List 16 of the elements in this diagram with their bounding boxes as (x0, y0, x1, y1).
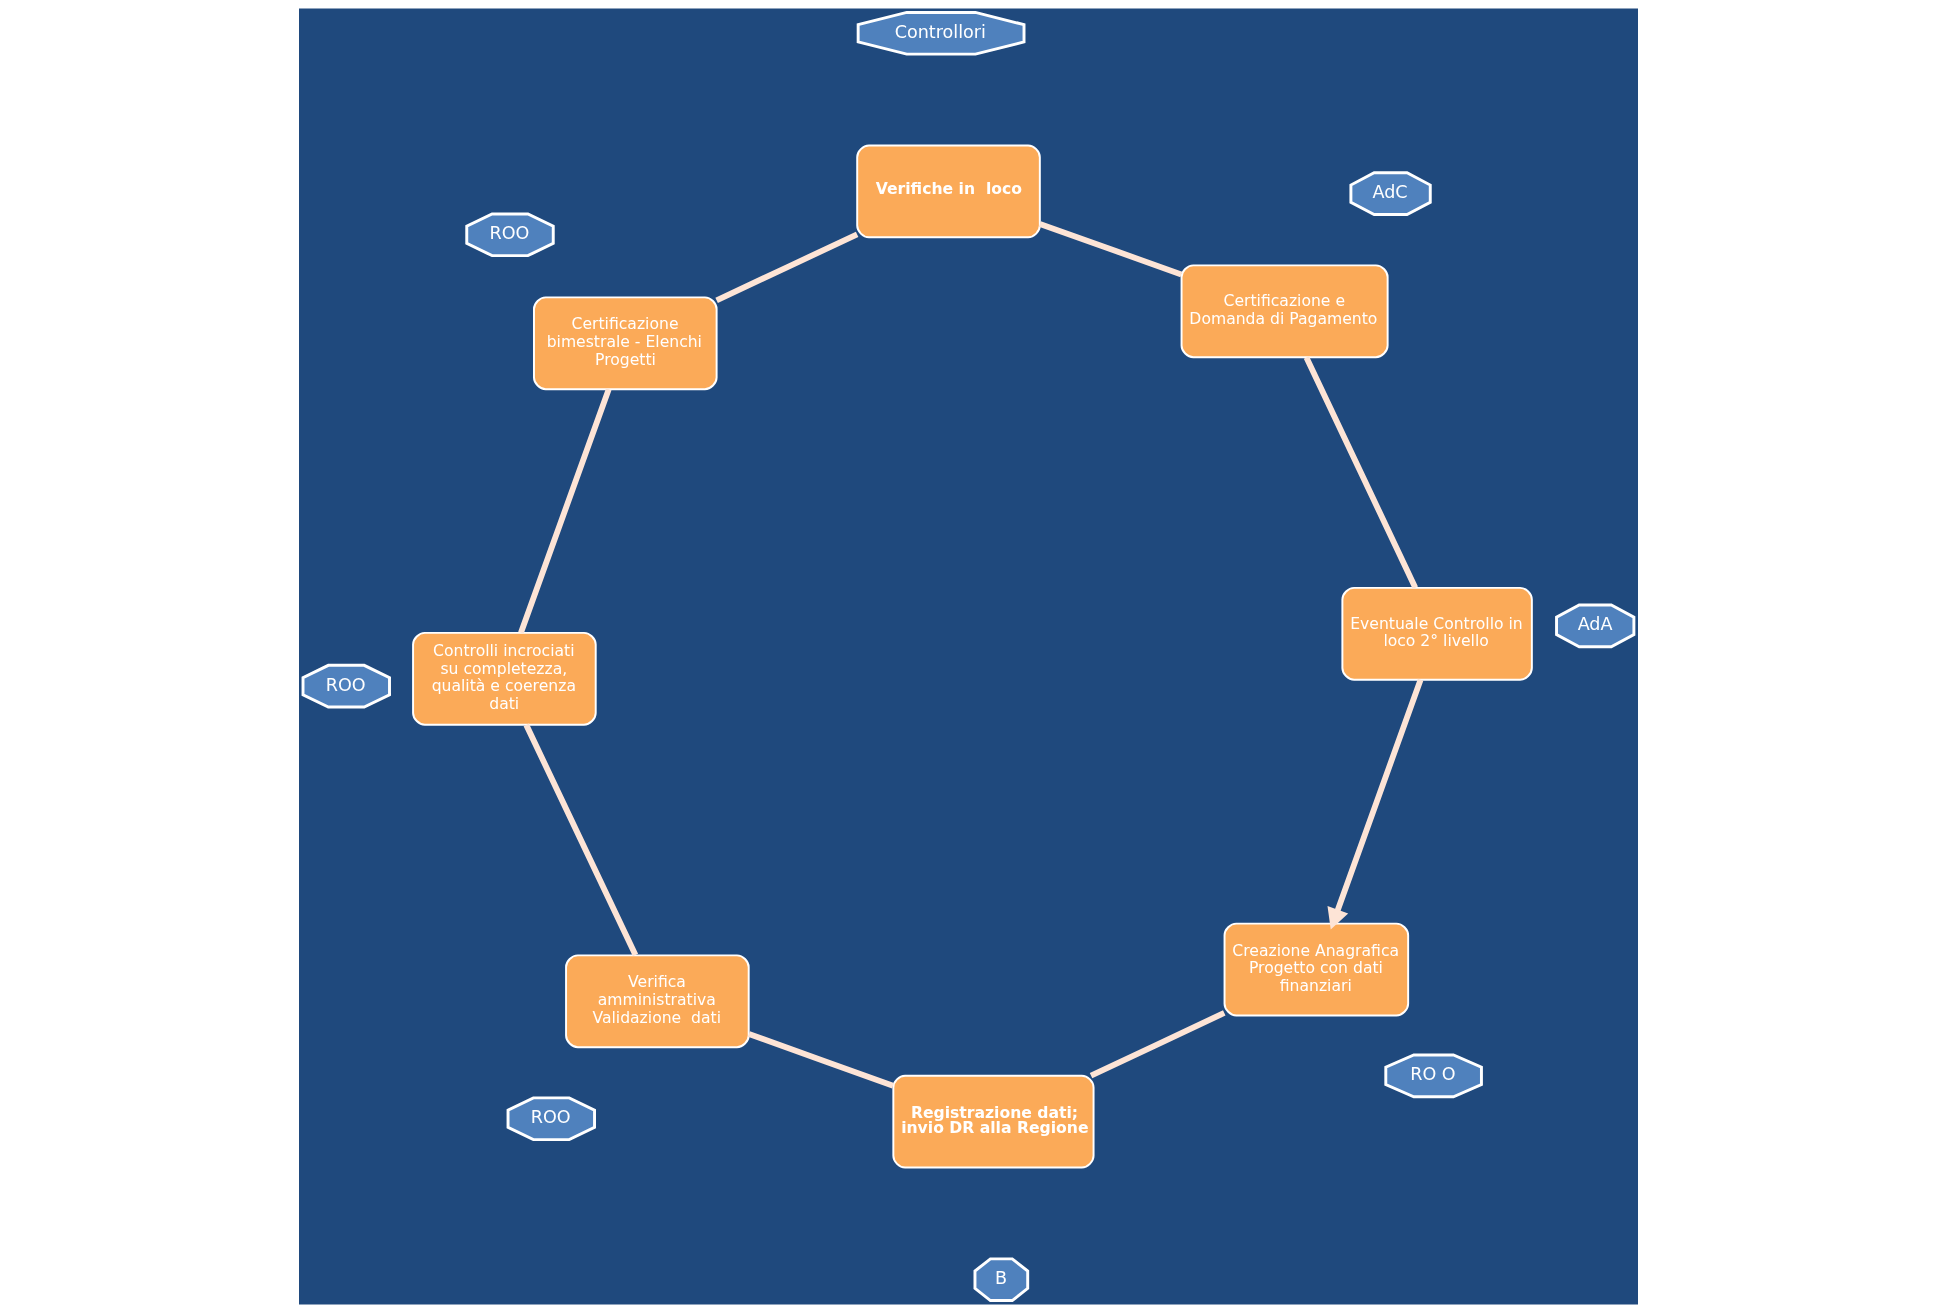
connector (1303, 356, 1418, 589)
connector (1038, 221, 1183, 278)
node-box: Controlli incrociati su completezza, qualità e coerenza dati (412, 631, 597, 726)
node-box: Certificazione bimestrale - Elenchi Progetti (533, 296, 718, 391)
connector (1089, 1010, 1226, 1079)
node-box: Creazione Anagrafica Progetto con dati finanziari (1223, 922, 1410, 1017)
connector (747, 1031, 895, 1089)
node-box: Certificazione e Domanda di Pagamento (1180, 264, 1389, 359)
node-box: Eventuale Controllo in loco 2° livello (1341, 586, 1533, 681)
connector (715, 231, 859, 303)
node-box: Verifiche in loco (856, 144, 1041, 239)
arrow (1327, 678, 1424, 930)
connector (523, 723, 639, 957)
connector (518, 388, 612, 634)
node-box: Verifica amministrativa Validazione dati (565, 954, 750, 1049)
node-box: Registrazione dati; invio DR alla Regione (892, 1074, 1095, 1169)
